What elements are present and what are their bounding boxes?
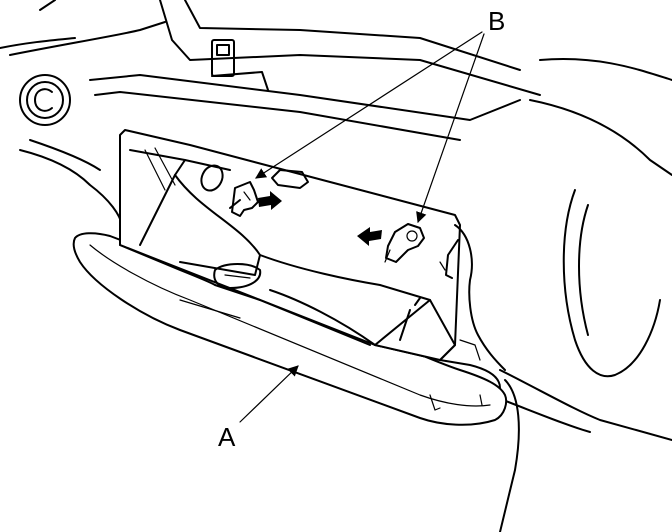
slide-arrow-right-icon: [258, 191, 282, 210]
slide-arrow-left-icon: [357, 227, 382, 246]
dashboard-clip-icon: [211, 39, 269, 91]
callout-b-leaders: [255, 31, 485, 224]
callout-label-a: A: [218, 422, 236, 452]
glove-box: [72, 129, 520, 532]
dashboard-outline: [0, 0, 672, 441]
callout-a-leader: [239, 365, 299, 423]
dashboard-knob-icon: [19, 74, 71, 126]
stop-tab-left: [229, 181, 259, 217]
callout-label-b: B: [488, 6, 505, 36]
stop-tab-right: [384, 223, 425, 263]
